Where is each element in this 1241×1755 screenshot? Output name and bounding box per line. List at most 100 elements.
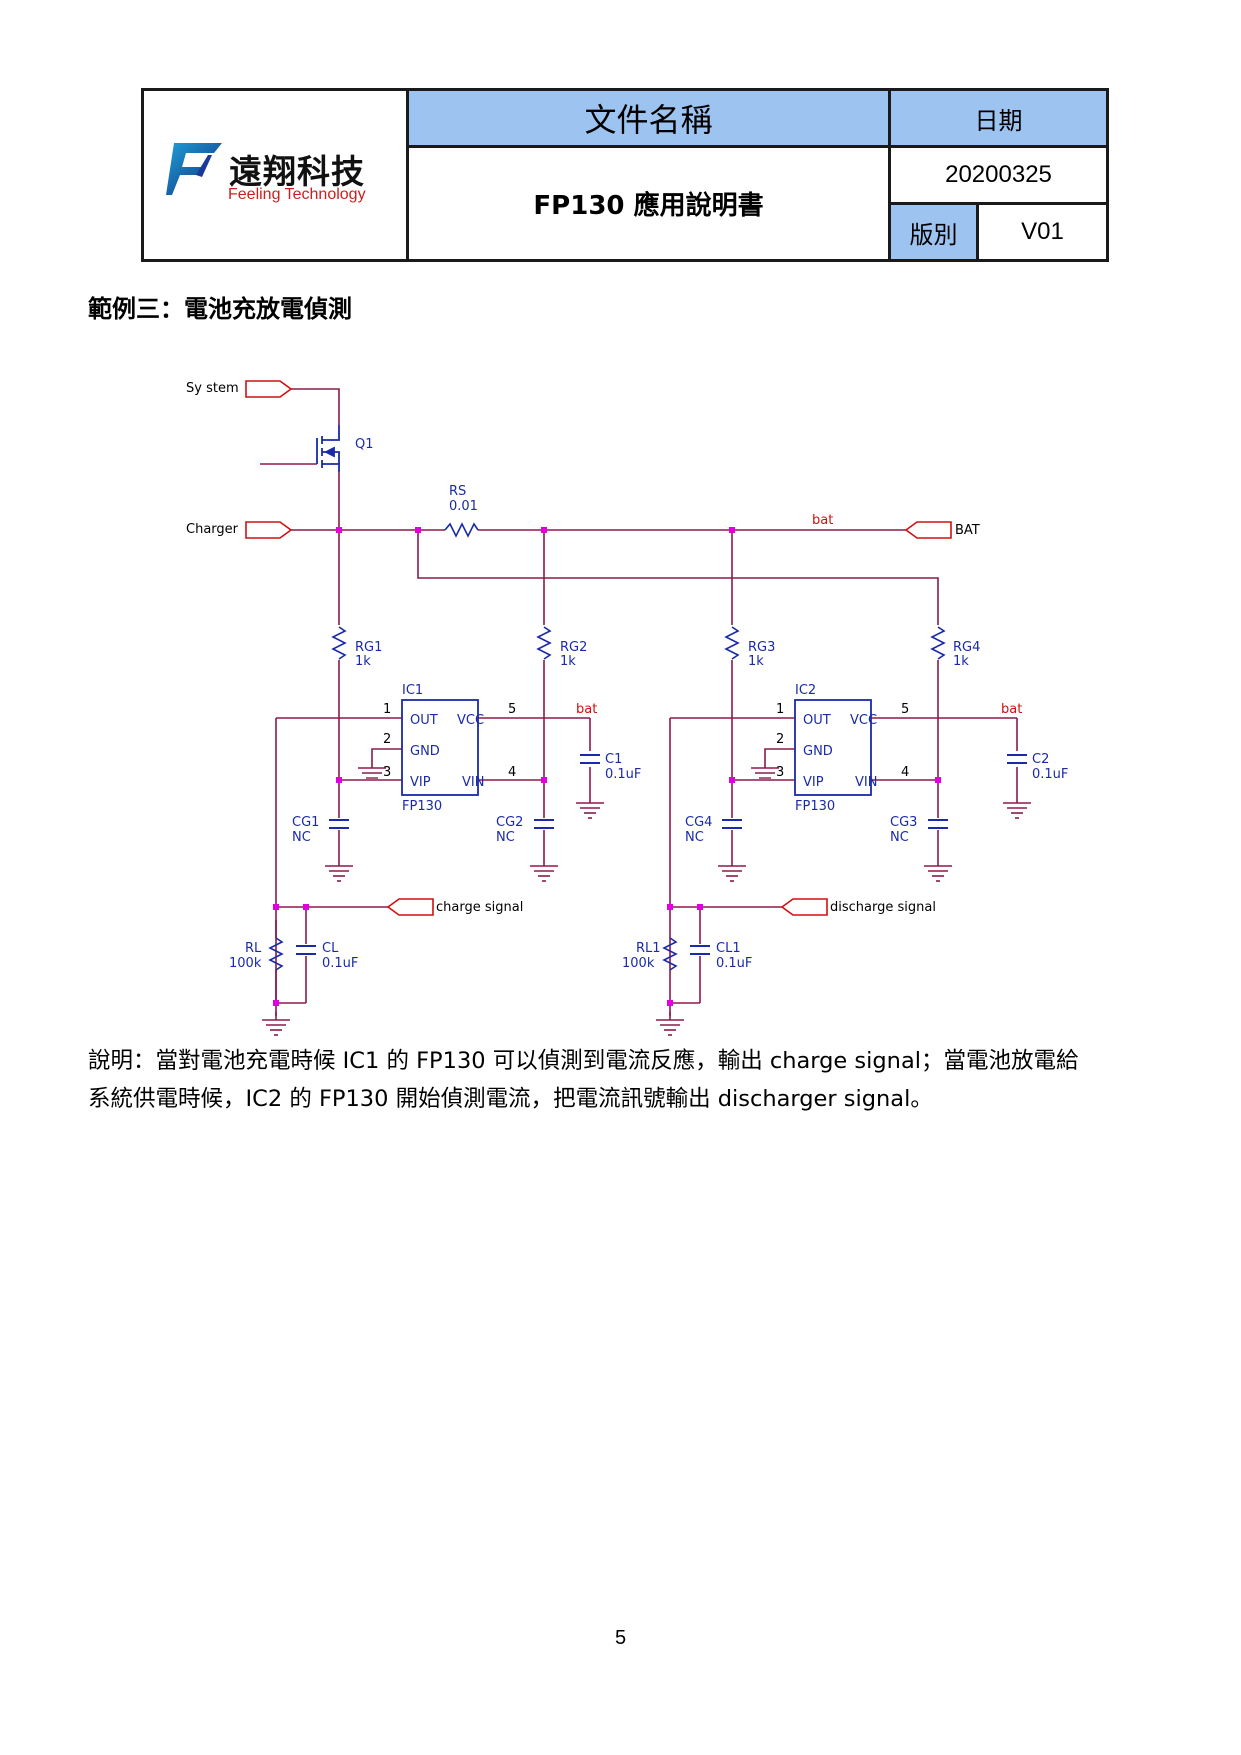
rg4-value: 1k	[953, 654, 969, 669]
system-port	[245, 380, 293, 398]
c2-value: 0.1uF	[1032, 767, 1068, 782]
cg1-capacitor-icon	[328, 819, 350, 829]
rg1-resistor-icon	[332, 626, 346, 660]
section-title: 範例三：電池充放電偵測	[88, 295, 352, 323]
ground-icon	[529, 857, 559, 882]
rs-name: RS	[449, 484, 466, 499]
ground-icon	[655, 1011, 685, 1036]
cg4-value: NC	[685, 830, 704, 845]
ic1-pin4-number: 4	[508, 765, 516, 780]
cl1-name: CL1	[716, 941, 741, 956]
cg4-capacitor-icon	[721, 819, 743, 829]
ic1-pin-vip: VIP	[410, 775, 431, 790]
ic1-pin-out: OUT	[410, 713, 438, 728]
rs-resistor-icon	[444, 522, 479, 538]
company-name-en: Feeling Technology	[228, 186, 366, 203]
cg2-name: CG2	[496, 815, 523, 830]
cg4-name: CG4	[685, 815, 712, 830]
rg3-value: 1k	[748, 654, 764, 669]
rs-value: 0.01	[449, 499, 478, 514]
doc-name-label: 文件名稱	[406, 88, 891, 148]
wires	[260, 388, 1018, 1016]
rl1-name: RL1	[636, 941, 661, 956]
c1-capacitor-icon	[579, 754, 601, 764]
cg3-name: CG3	[890, 815, 917, 830]
ic2-name: IC2	[795, 683, 816, 698]
ic1-pin-vin: VIN	[462, 775, 484, 790]
ic2-part: FP130	[795, 799, 835, 814]
description-line-1: 說明：當對電池充電時候 IC1 的 FP130 可以偵測到電流反應，輸出 cha…	[88, 1048, 1079, 1074]
rl1-value: 100k	[622, 956, 655, 971]
ports	[245, 380, 952, 916]
c1-name: C1	[605, 752, 622, 767]
ic2-pin1-number: 1	[776, 702, 784, 717]
cl1-value: 0.1uF	[716, 956, 752, 971]
cl-value: 0.1uF	[322, 956, 358, 971]
c2-capacitor-icon	[1006, 754, 1028, 764]
ic1-pin1-number: 1	[383, 702, 391, 717]
ic1-pin-vcc: VCC	[457, 713, 484, 728]
ic1-part: FP130	[402, 799, 442, 814]
cg2-capacitor-icon	[533, 819, 555, 829]
ic1-pin3-number: 3	[383, 765, 391, 780]
charge-signal-port	[386, 898, 434, 916]
bat-port-label: BAT	[955, 523, 980, 538]
ic1-pin-gnd: GND	[410, 744, 440, 759]
ic1-name: IC1	[402, 683, 423, 698]
ic2-pin2-number: 2	[776, 732, 784, 747]
bat-net-label: bat	[812, 513, 833, 528]
rg4-name: RG4	[953, 640, 980, 655]
system-port-label: Sy stem	[186, 381, 239, 396]
logo-mark-icon	[166, 143, 222, 195]
ic2-bat-net-label: bat	[1001, 702, 1022, 717]
doc-title: FP130 應用說明書	[406, 145, 891, 262]
cl1-capacitor-icon	[689, 945, 711, 955]
rg4-resistor-icon	[931, 626, 945, 660]
company-name-cn: 遠翔科技	[229, 152, 365, 191]
cg1-name: CG1	[292, 815, 319, 830]
circuit-schematic: Sy stem Charger BAT charge signal discha…	[186, 380, 1068, 1036]
bat-port	[904, 521, 952, 539]
ic2-pin-vcc: VCC	[850, 713, 877, 728]
company-logo: 遠翔科技 Feeling Technology	[166, 143, 406, 203]
rl-name: RL	[245, 941, 262, 956]
ic1-bat-net-label: bat	[576, 702, 597, 717]
ground-icon	[923, 857, 953, 882]
rg3-resistor-icon	[725, 626, 739, 660]
c2-name: C2	[1032, 752, 1049, 767]
ic-gnd-icons	[358, 767, 779, 779]
rl-value: 100k	[229, 956, 262, 971]
cg3-capacitor-icon	[927, 819, 949, 829]
cg3-value: NC	[890, 830, 909, 845]
cg2-value: NC	[496, 830, 515, 845]
ic2-pin5-number: 5	[901, 702, 909, 717]
ground-icon	[1002, 794, 1032, 819]
ic1-pin2-number: 2	[383, 732, 391, 747]
version-label: 版別	[888, 202, 979, 262]
ground-icon	[717, 857, 747, 882]
ground-icon	[261, 1011, 291, 1036]
rg1-value: 1k	[355, 654, 371, 669]
company-logo-cell: 遠翔科技 Feeling Technology	[141, 88, 409, 262]
ic2-pin-vip: VIP	[803, 775, 824, 790]
rg1-name: RG1	[355, 640, 382, 655]
q1-mosfet-icon	[316, 425, 340, 472]
ic1-pin5-number: 5	[508, 702, 516, 717]
ic2-chip	[794, 699, 872, 796]
junctions	[273, 527, 941, 1006]
document-header: 遠翔科技 Feeling Technology 文件名稱 日期 FP130 應用…	[141, 88, 1109, 262]
rg2-resistor-icon	[537, 626, 551, 660]
q1-label: Q1	[355, 437, 374, 452]
ic2-pin-out: OUT	[803, 713, 831, 728]
page-number: 5	[614, 1627, 627, 1649]
rg3-name: RG3	[748, 640, 775, 655]
description-line-2: 系統供電時候，IC2 的 FP130 開始偵測電流，把電流訊號輸出 discha…	[88, 1086, 933, 1112]
ic2-pin-gnd: GND	[803, 744, 833, 759]
discharge-signal-port	[780, 898, 828, 916]
c1-value: 0.1uF	[605, 767, 641, 782]
description: 說明：當對電池充電時候 IC1 的 FP130 可以偵測到電流反應，輸出 cha…	[88, 1042, 1168, 1118]
doc-version: V01	[976, 202, 1109, 262]
date-label: 日期	[888, 88, 1109, 148]
ground-icon	[324, 857, 354, 882]
ground-icon	[575, 794, 605, 819]
